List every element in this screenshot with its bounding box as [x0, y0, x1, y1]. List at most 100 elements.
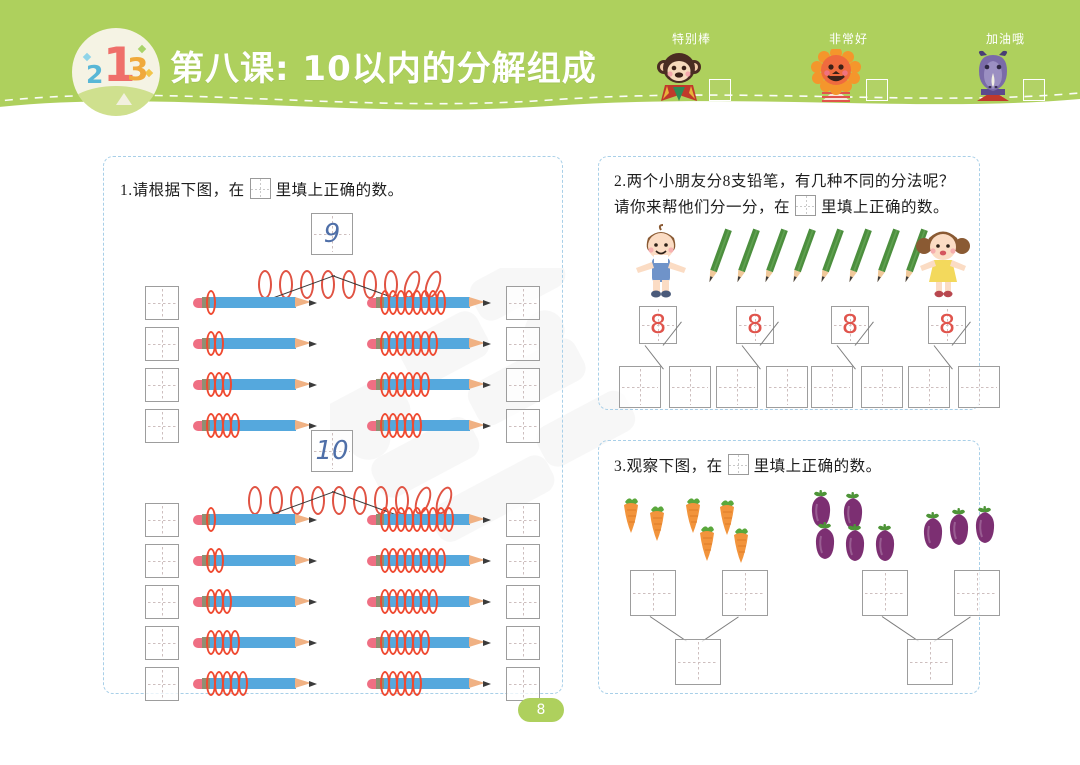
- inline-answer-box[interactable]: [249, 178, 271, 199]
- answer-box[interactable]: [669, 366, 711, 408]
- answer-box[interactable]: [145, 544, 179, 578]
- answer-box[interactable]: [506, 327, 540, 361]
- answer-box[interactable]: [811, 366, 853, 408]
- answer-box[interactable]: 8: [831, 306, 869, 344]
- sticker-label: 加油哦: [985, 32, 1025, 46]
- answer-box[interactable]: [506, 626, 540, 660]
- coil-marks: [380, 290, 446, 315]
- sticker-monkey[interactable]: 特别棒: [639, 30, 744, 103]
- rating-stickers: 特别棒: [639, 30, 1058, 103]
- answer-box-value: 8: [841, 310, 859, 340]
- pencil-icon: [192, 413, 324, 438]
- sticker-checkbox[interactable]: [1022, 79, 1045, 101]
- girl-character-icon: [916, 231, 970, 298]
- answer-box[interactable]: [506, 585, 540, 619]
- problem-1b-total-box[interactable]: 10: [311, 430, 353, 472]
- answer-box[interactable]: [766, 366, 808, 408]
- coil-mark: [206, 507, 216, 532]
- header-wave-decoration: [0, 92, 1080, 118]
- pencil-icon: [366, 290, 498, 315]
- coil-mark: [444, 507, 454, 532]
- pencil-icon: [366, 548, 498, 573]
- coil-marks: [380, 630, 430, 655]
- pencil-icon: [366, 589, 498, 614]
- answer-box[interactable]: [145, 585, 179, 619]
- answer-box[interactable]: [506, 409, 540, 443]
- rhino-icon: [976, 50, 1009, 101]
- pencil-icon: [192, 372, 324, 397]
- answer-box[interactable]: [145, 286, 179, 320]
- answer-box[interactable]: [908, 366, 950, 408]
- inline-answer-box[interactable]: [795, 195, 817, 216]
- answer-box[interactable]: [954, 570, 1000, 616]
- answer-box-value: 8: [938, 310, 956, 340]
- coil-marks: [206, 630, 240, 655]
- coil-mark: [230, 413, 240, 438]
- coil-mark: [238, 671, 248, 696]
- coil-marks: [380, 372, 430, 397]
- answer-box[interactable]: [907, 639, 953, 685]
- coil-mark: [412, 413, 422, 438]
- answer-box[interactable]: [506, 503, 540, 537]
- answer-box[interactable]: [145, 503, 179, 537]
- pencil-icon: [192, 671, 324, 696]
- pencil-icon: [366, 671, 498, 696]
- answer-box[interactable]: [506, 368, 540, 402]
- pencil-icon: [366, 372, 498, 397]
- inline-answer-box[interactable]: [727, 454, 749, 475]
- answer-box[interactable]: [722, 570, 768, 616]
- answer-box[interactable]: [861, 366, 903, 408]
- answer-box[interactable]: [619, 366, 661, 408]
- sticker-rhino[interactable]: 加油哦: [953, 30, 1058, 103]
- page-number: 8: [518, 698, 564, 722]
- eggplant-icon: [975, 506, 995, 543]
- coil-mark: [222, 372, 232, 397]
- problem-1-text-before: 请根据下图，在: [132, 182, 245, 199]
- answer-box[interactable]: [145, 327, 179, 361]
- sticker-checkbox[interactable]: [708, 79, 731, 101]
- green-pencil-icon: [821, 228, 844, 283]
- answer-box[interactable]: [958, 366, 1000, 408]
- problem-1a-total-box[interactable]: 9: [311, 213, 353, 255]
- answer-box[interactable]: [630, 570, 676, 616]
- answer-box[interactable]: 8: [928, 306, 966, 344]
- carrot-icon: [720, 500, 734, 535]
- sticker-lion[interactable]: 非常好: [796, 30, 901, 103]
- sticker-checkbox[interactable]: [865, 79, 888, 101]
- answer-box[interactable]: [716, 366, 758, 408]
- answer-box[interactable]: [145, 368, 179, 402]
- carrot-icon: [734, 528, 748, 563]
- lion-icon: [810, 49, 861, 102]
- eggplant-icon: [811, 490, 831, 527]
- answer-box[interactable]: 8: [639, 306, 677, 344]
- problem-2-number: 2.: [614, 173, 627, 190]
- answer-box[interactable]: [506, 544, 540, 578]
- answer-box[interactable]: [145, 667, 179, 701]
- answer-box[interactable]: 8: [736, 306, 774, 344]
- answer-box[interactable]: [145, 626, 179, 660]
- monkey-icon: [656, 53, 701, 101]
- pencil-icon: [192, 548, 324, 573]
- answer-box[interactable]: [145, 409, 179, 443]
- answer-box-value: 8: [746, 310, 764, 340]
- problem-2-panel: [598, 156, 980, 410]
- answer-box[interactable]: [506, 286, 540, 320]
- problem-3-question: 3.观察下图，在里填上正确的数。: [614, 454, 882, 479]
- coil-mark: [230, 630, 240, 655]
- coil-marks: [380, 589, 438, 614]
- problem-2-question-line1: 2.两个小朋友分8支铅笔，有几种不同的分法呢？: [614, 170, 955, 194]
- problem-2-line2-after: 里填上正确的数。: [821, 199, 950, 216]
- answer-box[interactable]: [506, 667, 540, 701]
- answer-box[interactable]: [862, 570, 908, 616]
- pencil-icon: [366, 413, 498, 438]
- answer-box[interactable]: [675, 639, 721, 685]
- page-header: 2 1 3 第八课: 10以内的分解组成 特别棒: [0, 0, 1080, 118]
- problem-1b-total-value: 10: [315, 436, 349, 466]
- boy-character-icon: [636, 224, 686, 298]
- coil-marks: [206, 290, 216, 315]
- coil-marks: [380, 331, 438, 356]
- coil-mark: [214, 548, 224, 573]
- coil-mark: [428, 331, 438, 356]
- green-pencil-icon: [877, 228, 900, 283]
- coil-marks: [206, 413, 240, 438]
